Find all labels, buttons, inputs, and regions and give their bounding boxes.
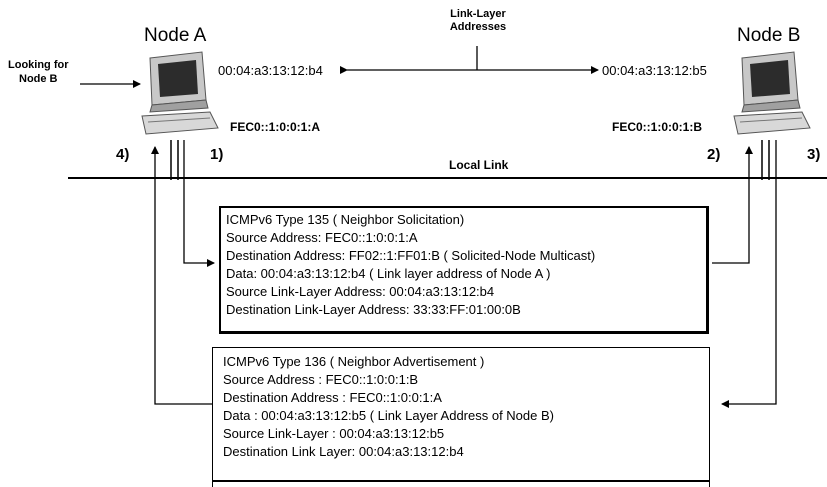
node-a-title: Node A	[144, 25, 207, 46]
ns-source-address-line: Source Address: FEC0::1:0:0:1:A	[226, 230, 418, 245]
na-destination-link-layer-line: Destination Link Layer: 00:04:a3:13:12:b…	[223, 444, 464, 459]
neighbor-advertisement-box: ICMPv6 Type 136 ( Neighbor Advertisement…	[212, 347, 710, 487]
solicitation-path	[183, 140, 215, 267]
step-3-label: 3)	[807, 146, 821, 163]
ns-type-line: ICMPv6 Type 135 ( Neighbor Solicitation)	[226, 212, 465, 227]
step-4-label: 4)	[116, 146, 130, 163]
na-destination-address-line: Destination Address : FEC0::1:0:0:1:A	[223, 390, 442, 405]
na-source-address-line: Source Address : FEC0::1:0:0:1:B	[223, 372, 419, 387]
na-data-line: Data : 00:04:a3:13:12:b5 ( Link Layer Ad…	[223, 408, 554, 423]
na-source-link-layer-line: Source Link-Layer : 00:04:a3:13:12:b5	[223, 426, 445, 441]
node-b-title: Node B	[737, 25, 801, 46]
neighbor-solicitation-box: ICMPv6 Type 135 ( Neighbor Solicitation)…	[219, 206, 709, 334]
computer-icon	[732, 50, 812, 142]
local-link-label: Local Link	[449, 158, 509, 172]
solicitation-to-b-path	[712, 146, 753, 264]
node-b-ipv6: FEC0::1:0:0:1:B	[612, 120, 703, 134]
advertisement-to-a-path	[151, 146, 214, 405]
step-1-label: 1)	[210, 146, 224, 163]
ns-data-line: Data: 00:04:a3:13:12:b4 ( Link layer add…	[226, 266, 551, 281]
node-b-mac: 00:04:a3:13:12:b5	[602, 63, 707, 78]
looking-for-label: Looking for Node B	[8, 59, 69, 85]
link-layer-addresses-label: Link-Layer Addresses	[449, 8, 507, 33]
computer-icon	[140, 50, 220, 142]
node-a-ipv6: FEC0::1:0:0:1:A	[230, 120, 321, 134]
advertisement-path	[721, 140, 777, 408]
na-bottom-rule	[213, 480, 709, 482]
na-type-line: ICMPv6 Type 136 ( Neighbor Advertisement…	[223, 354, 485, 369]
ns-source-link-layer-line: Source Link-Layer Address: 00:04:a3:13:1…	[226, 284, 495, 299]
ns-destination-link-layer-line: Destination Link-Layer Address: 33:33:FF…	[226, 302, 521, 317]
node-a-mac: 00:04:a3:13:12:b4	[218, 63, 323, 78]
step-2-label: 2)	[707, 146, 721, 163]
ns-destination-address-line: Destination Address: FF02::1:FF01:B ( So…	[226, 248, 596, 263]
